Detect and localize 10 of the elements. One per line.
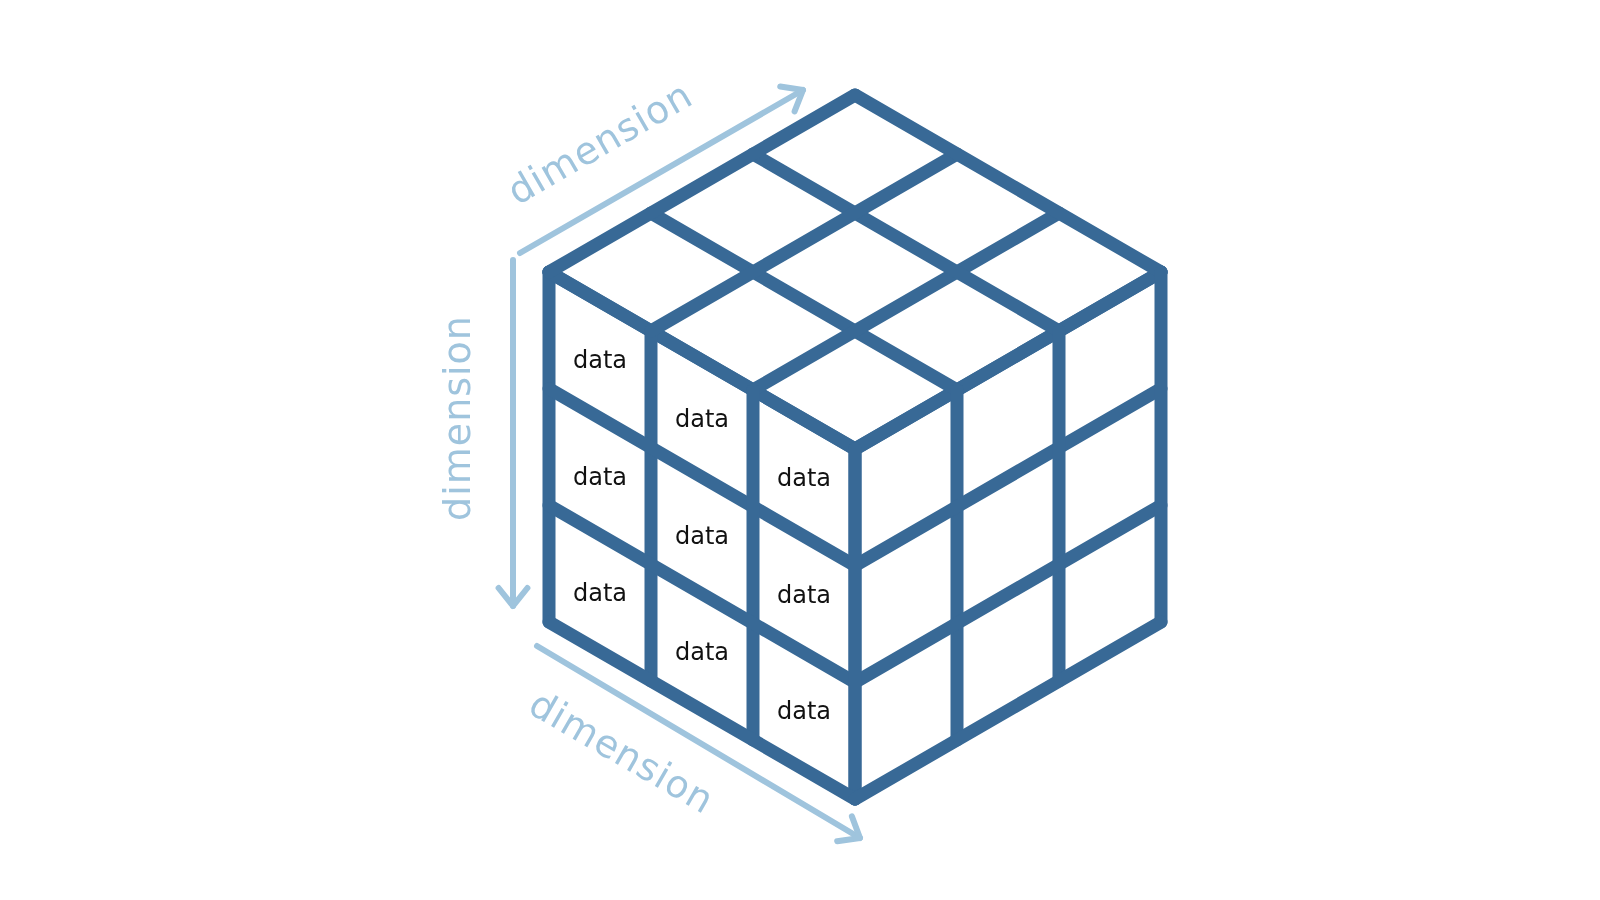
cell-value: data [777,697,832,726]
cell-value: data [573,462,628,491]
cell-value: data [675,404,730,433]
cell-value: data [573,579,628,608]
cell-value: data [777,580,832,609]
cell-value: data [777,463,832,492]
axis-label: dimension [434,315,479,521]
cell-value: data [675,638,730,667]
cell-value: data [675,521,730,550]
cell-value: data [573,345,628,374]
